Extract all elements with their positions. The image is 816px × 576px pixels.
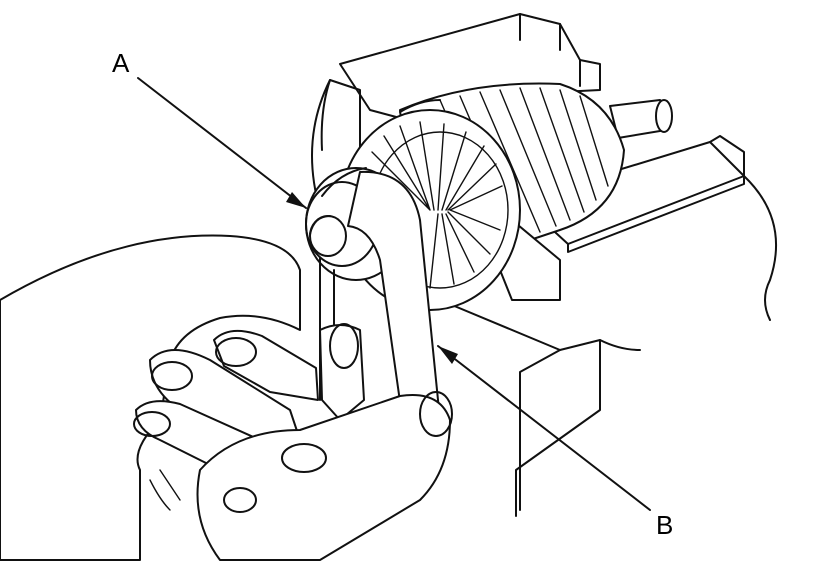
- callout-a-leader: [137, 77, 307, 209]
- wire-lead: [743, 175, 777, 321]
- callout-a-arrowhead: [286, 192, 306, 208]
- shaft-end: [609, 99, 673, 139]
- callout-b-arrowhead: [438, 346, 458, 364]
- callout-b: B: [437, 345, 673, 540]
- callout-a: A: [112, 48, 307, 209]
- hand: [0, 234, 453, 561]
- label-a: A: [112, 48, 130, 78]
- callout-b-leader: [437, 345, 651, 511]
- label-b: B: [656, 510, 673, 540]
